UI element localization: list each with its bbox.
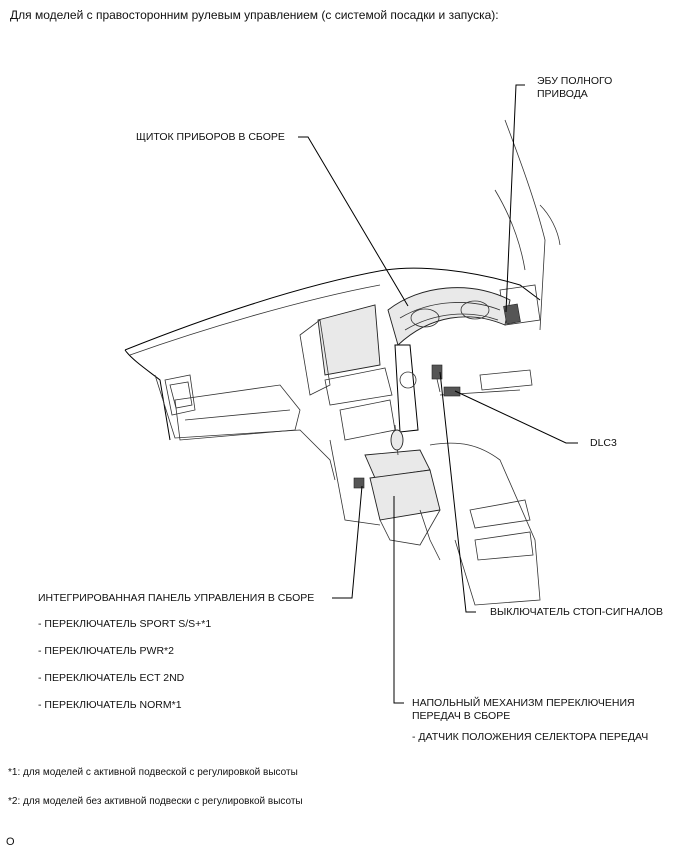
label-ecu-4wd: ЭБУ ПОЛНОГО ПРИВОДА: [537, 75, 612, 101]
dlc3-drawing: [443, 386, 461, 397]
footnote-2: *2: для моделей без активной подвески с …: [8, 796, 303, 807]
label-panel: ИНТЕГРИРОВАННАЯ ПАНЕЛЬ УПРАВЛЕНИЯ В СБОР…: [38, 592, 315, 604]
instrument-cluster-drawing: [387, 287, 511, 346]
label-sw-ect: - ПЕРЕКЛЮЧАТЕЛЬ ECT 2ND: [38, 672, 185, 684]
label-shift-mechanism: НАПОЛЬНЫЙ МЕХАНИЗМ ПЕРЕКЛЮЧЕНИЯ ПЕРЕДАЧ …: [412, 697, 635, 723]
dashboard-body: [124, 267, 541, 606]
label-sw-sport: - ПЕРЕКЛЮЧАТЕЛЬ SPORT S/S+*1: [38, 618, 212, 630]
page-title: Для моделей с правосторонним рулевым упр…: [10, 8, 499, 22]
label-ecu-line2: ПРИВОДА: [537, 88, 588, 100]
shift-assembly-drawing: [353, 424, 441, 561]
label-sw-norm: - ПЕРЕКЛЮЧАТЕЛЬ NORM*1: [38, 699, 182, 711]
leader-lines: [298, 84, 578, 704]
label-stop-switch: ВЫКЛЮЧАТЕЛЬ СТОП-СИГНАЛОВ: [490, 606, 663, 618]
label-shift-line1: НАПОЛЬНЫЙ МЕХАНИЗМ ПЕРЕКЛЮЧЕНИЯ: [412, 697, 635, 709]
steering-column: [394, 344, 419, 433]
ecu-4wd-drawing: [503, 303, 521, 325]
footnote-1: *1: для моделей с активной подвеской с р…: [8, 767, 298, 778]
label-sw-pwr: - ПЕРЕКЛЮЧАТЕЛЬ PWR*2: [38, 645, 174, 657]
corner-mark: O: [6, 836, 15, 848]
stop-switch-drawing: [431, 364, 443, 393]
label-shift-sensor: - ДАТЧИК ПОЛОЖЕНИЯ СЕЛЕКТОРА ПЕРЕДАЧ: [412, 731, 649, 743]
label-cluster: ЩИТОК ПРИБОРОВ В СБОРЕ: [136, 131, 285, 143]
label-dlc3: DLC3: [590, 437, 617, 449]
windshield-outline: [494, 119, 561, 331]
label-shift-line2: ПЕРЕДАЧ В СБОРЕ: [412, 710, 511, 722]
label-ecu-line1: ЭБУ ПОЛНОГО: [537, 75, 613, 87]
